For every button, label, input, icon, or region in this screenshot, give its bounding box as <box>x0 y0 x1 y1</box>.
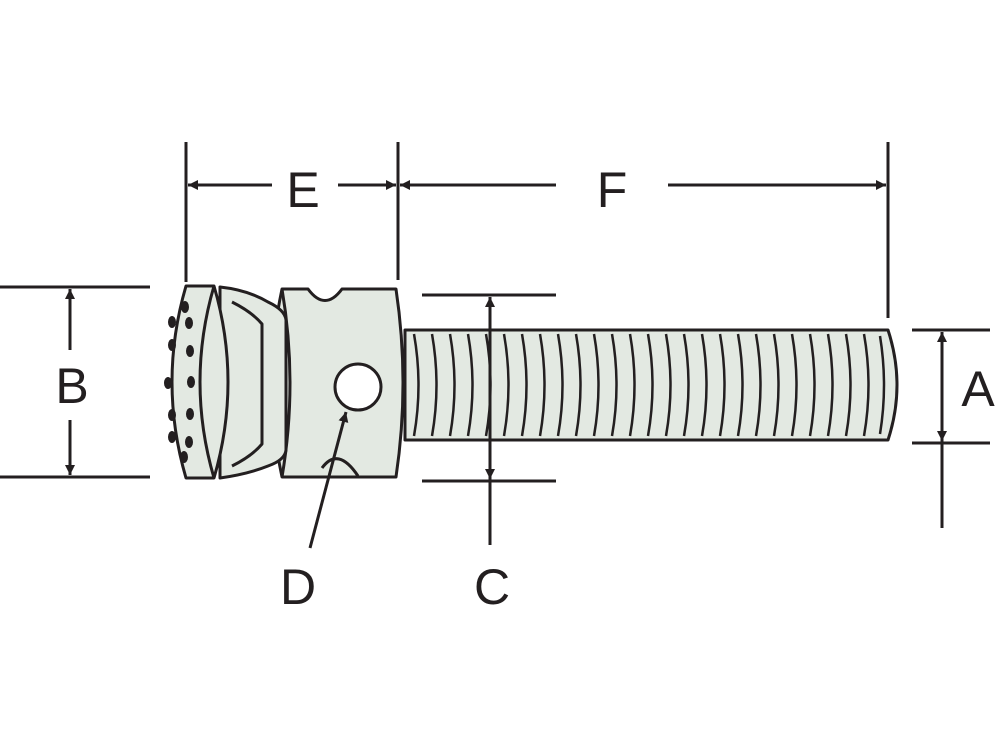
label-b: B <box>55 358 88 414</box>
dimension-d-leader <box>308 411 349 549</box>
neck <box>218 285 288 480</box>
dimension-lines <box>0 142 990 549</box>
pin-part <box>164 284 899 480</box>
label-d: D <box>280 559 316 615</box>
label-f: F <box>597 162 628 218</box>
dimension-labels: E F B A C D <box>55 162 995 615</box>
label-e: E <box>286 162 319 218</box>
label-a: A <box>961 361 995 417</box>
threaded-shank <box>403 328 899 442</box>
head-holes <box>164 301 195 463</box>
label-c: C <box>474 559 510 615</box>
thread-lines <box>412 333 886 437</box>
cross-hole <box>333 362 383 412</box>
perforated-head <box>164 284 230 480</box>
